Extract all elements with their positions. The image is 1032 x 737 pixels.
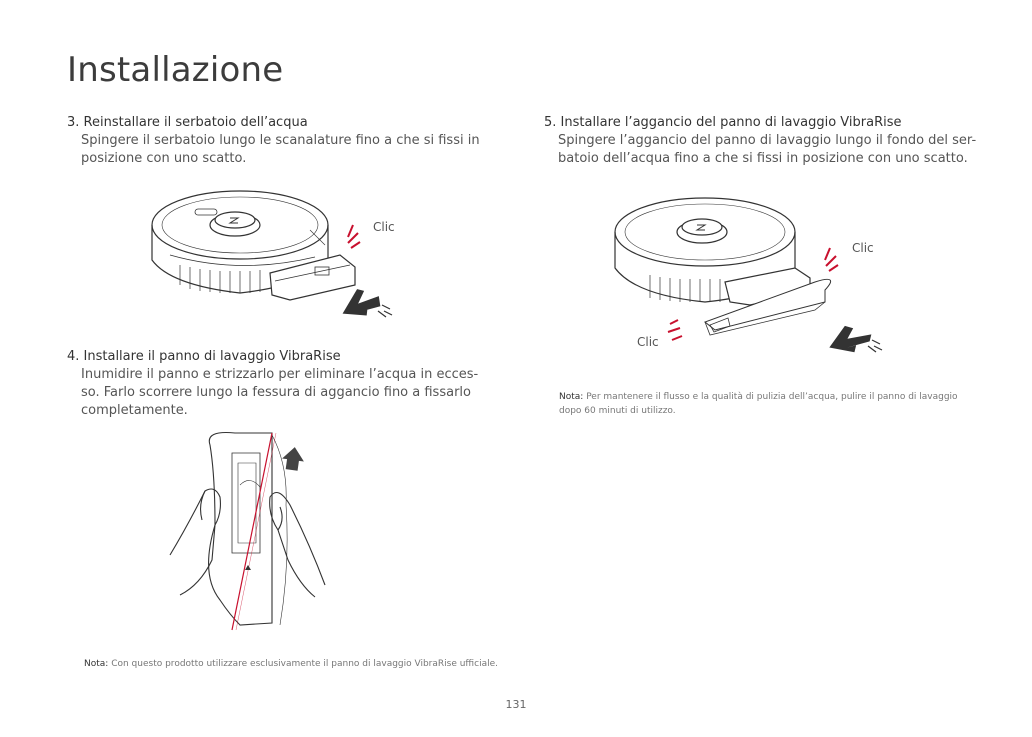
robot-tank-illustration: Clic — [140, 185, 440, 325]
note-bottom-label: Nota: — [84, 659, 108, 669]
up-arrow-icon — [281, 446, 306, 472]
note-bottom-text: Con questo prodotto utilizzare esclusiva… — [111, 659, 498, 669]
click-label-step5-top: Clic — [852, 241, 874, 255]
robot-bracket-illustration: Clic Clic — [610, 190, 940, 360]
note-right-line-1: Per mantenere il flusso e la qualità di … — [586, 392, 957, 402]
step-3-line-1: Spingere il serbatoio lungo le scanalatu… — [67, 132, 487, 150]
push-arrow-icon — [336, 283, 392, 323]
click-label-step5-bottom: Clic — [637, 335, 659, 349]
page-number: 131 — [0, 698, 1032, 711]
step-4-line-3: completamente. — [67, 402, 487, 420]
step-5-line-1: Spingere l’aggancio del panno di lavaggi… — [544, 132, 984, 150]
step-4: 4. Installare il panno di lavaggio Vibra… — [67, 348, 487, 420]
step-4-heading: 4. Installare il panno di lavaggio Vibra… — [67, 348, 487, 366]
page-title: Installazione — [67, 50, 283, 90]
hands-mop-illustration — [160, 425, 350, 640]
step-5-line-2: batoio dell’acqua fino a che si fissi in… — [544, 150, 984, 168]
step-5: 5. Installare l’aggancio del panno di la… — [544, 114, 984, 168]
step-5-heading: 5. Installare l’aggancio del panno di la… — [544, 114, 984, 132]
step-4-line-2: so. Farlo scorrere lungo la fessura di a… — [67, 384, 487, 402]
step-3: 3. Reinstallare il serbatoio dell’acqua … — [67, 114, 487, 168]
note-bottom: Nota: Con questo prodotto utilizzare esc… — [84, 657, 584, 671]
note-right-label: Nota: — [559, 392, 583, 402]
note-right-line-2: dopo 60 minuti di utilizzo. — [559, 404, 979, 418]
note-right: Nota: Per mantenere il flusso e la quali… — [559, 390, 979, 418]
step-3-heading: 3. Reinstallare il serbatoio dell’acqua — [67, 114, 487, 132]
click-label-step3: Clic — [373, 220, 395, 234]
step-4-line-1: Inumidire il panno e strizzarlo per elim… — [67, 366, 487, 384]
push-arrow-icon — [824, 318, 882, 359]
step-3-line-2: posizione con uno scatto. — [67, 150, 487, 168]
